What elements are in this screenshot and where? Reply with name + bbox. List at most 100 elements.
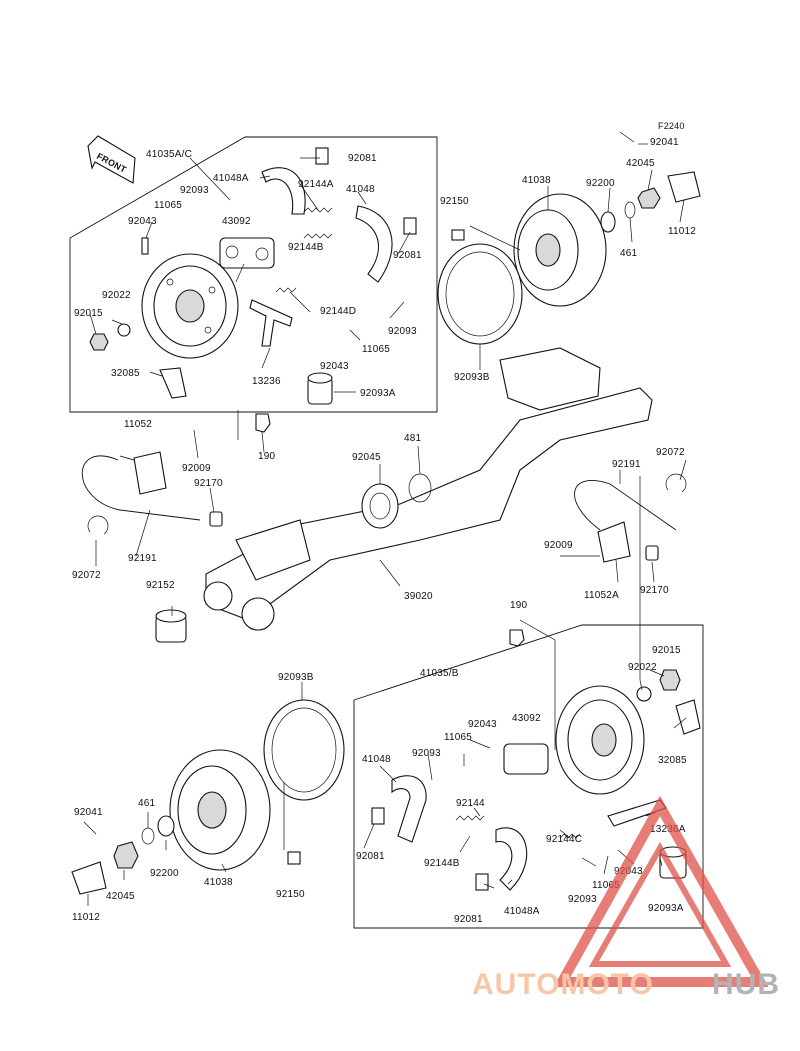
- brake-panel-rear: [555, 685, 645, 795]
- callout-label: 92043: [320, 361, 349, 372]
- watermark-triangle-icon: [553, 795, 769, 987]
- callout-label: 42045: [626, 158, 655, 169]
- clip-92072-left: [87, 515, 109, 535]
- callout-label: 92200: [150, 868, 179, 879]
- cable-92191-left: [81, 455, 201, 521]
- clamp-92170-right: [645, 545, 659, 561]
- callout-label: 11012: [668, 226, 696, 237]
- callout-label: 11012: [72, 912, 100, 923]
- callout-label: 92015: [74, 308, 103, 319]
- clip-92081-right: [403, 217, 417, 235]
- callout-label: 11065: [362, 344, 390, 355]
- callout-label: 92009: [544, 540, 573, 551]
- callout-label: 92191: [612, 459, 641, 470]
- clip-92081-rear-left: [371, 807, 385, 825]
- brake-shoe-rear-left: [391, 775, 427, 843]
- callout-label: 11065: [592, 880, 620, 891]
- spring-front-d: [275, 287, 297, 293]
- clip-92081-rear-right: [475, 873, 489, 891]
- pin-92043: [141, 237, 149, 255]
- callout-label: 461: [620, 248, 638, 259]
- brake-shoe-front-upper: [261, 167, 306, 215]
- callout-label: 92170: [640, 585, 669, 596]
- callout-label: 41035/B: [420, 668, 459, 679]
- bracket-32085: [159, 367, 187, 399]
- callout-label: 92093: [568, 894, 597, 905]
- callout-label: 42045: [106, 891, 135, 902]
- cable-bracket-11052: [133, 451, 167, 495]
- callout-label: 92191: [128, 553, 157, 564]
- callout-label: 92200: [586, 178, 615, 189]
- callout-label: 92081: [454, 914, 483, 925]
- callout-label: 92144A: [298, 179, 334, 190]
- spring-front-b: [303, 233, 333, 239]
- callout-label: 11052: [124, 419, 152, 430]
- brake-lining-92093B-lower: [263, 699, 345, 801]
- spring-rear-c: [559, 833, 581, 839]
- callout-label: 92093: [180, 185, 209, 196]
- callout-label: 41048: [346, 184, 375, 195]
- nut-92015-rear: [659, 669, 681, 691]
- brake-drum-upper: [513, 193, 607, 307]
- nut-42045-upper: [637, 187, 661, 209]
- callout-label: 92093B: [278, 672, 314, 683]
- callout-label: 92015: [652, 645, 681, 656]
- callout-label: 32085: [111, 368, 140, 379]
- bolt-190-lower: [509, 629, 525, 647]
- clip-92072-right: [665, 473, 687, 493]
- pin-92041-lower: [83, 821, 97, 835]
- callout-label: 41035A/C: [146, 149, 192, 160]
- callout-label: 92093: [412, 748, 441, 759]
- bracket-32085-rear: [675, 699, 701, 735]
- axle-housing-39020: [203, 347, 653, 631]
- callout-label: 92043: [128, 216, 157, 227]
- bearing-92045: [361, 483, 399, 529]
- wheel-cylinder-rear: [503, 743, 549, 775]
- clamp-92170-left: [209, 511, 223, 527]
- ring-461-lower: [141, 827, 155, 845]
- callout-label: 41048A: [504, 906, 540, 917]
- callout-label: 92093A: [360, 388, 396, 399]
- washer-92022-rear: [636, 686, 652, 702]
- clip-92081-top: [315, 147, 329, 165]
- callout-label: 92022: [628, 662, 657, 673]
- callout-label: 92081: [348, 153, 377, 164]
- callout-label: 92093B: [454, 372, 490, 383]
- callout-label: 92043: [468, 719, 497, 730]
- bolt-92150-upper: [451, 229, 465, 241]
- lever-front: [249, 299, 293, 347]
- callout-label: 92150: [276, 889, 305, 900]
- callout-label: 41048: [362, 754, 391, 765]
- callout-label: 92041: [74, 807, 103, 818]
- callout-label: 92041: [650, 137, 679, 148]
- callout-label: 41038: [204, 877, 233, 888]
- washer-92200-upper: [600, 211, 616, 233]
- callout-label: 39020: [404, 591, 433, 602]
- watermark-brand-part2: HUB: [712, 968, 780, 1001]
- callout-label: 92144: [456, 798, 485, 809]
- callout-label: 11065: [444, 732, 472, 743]
- wheel-cylinder-front: [219, 237, 275, 269]
- callout-labels: F2240 41035A/C 92081 41048A 92093 11065 …: [72, 121, 696, 925]
- brake-shoe-front-lower: [355, 205, 393, 283]
- cap-11012-upper: [667, 171, 701, 203]
- callout-label: 92144C: [546, 834, 582, 845]
- callout-label: 92152: [146, 580, 175, 591]
- ref-code: F2240: [658, 121, 685, 131]
- nut-92015: [89, 333, 109, 351]
- bolt-190-upper: [255, 413, 271, 433]
- brake-panel-front: [141, 253, 239, 359]
- leader-lines: [87, 143, 687, 906]
- cable-bracket-11052A: [597, 521, 631, 563]
- callout-label: 461: [138, 798, 156, 809]
- callout-label: 92150: [440, 196, 469, 207]
- callout-label: 11065: [154, 200, 182, 211]
- washer-92200-lower: [157, 815, 175, 837]
- callout-label: 92072: [72, 570, 101, 581]
- washer-92022: [117, 323, 131, 337]
- cable-92191-right: [574, 480, 677, 531]
- callout-label: 92022: [102, 290, 131, 301]
- callout-label: 481: [404, 433, 422, 444]
- bolt-92150-lower: [287, 851, 301, 865]
- spring-rear: [455, 815, 485, 821]
